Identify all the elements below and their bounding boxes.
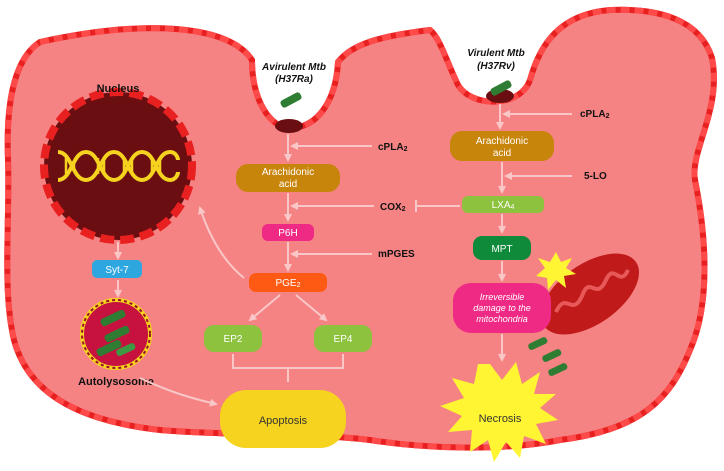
damage-burst-icon <box>536 252 576 290</box>
arrow-autolysosome-apoptosis <box>139 377 218 407</box>
ep2-box <box>204 325 262 352</box>
p6h-label: P6H <box>278 228 297 239</box>
dna-helix-icon <box>57 149 180 183</box>
arachidonic-right-line1: Arachidonic <box>476 136 528 147</box>
arachidonic-left-line2: acid <box>279 179 297 190</box>
cpla2-right-label: cPLA2 <box>580 109 610 120</box>
syt7-label: Syt-7 <box>105 265 129 276</box>
necrosis-label: Necrosis <box>479 413 522 425</box>
virulent-strain-label: (H37Rv) <box>477 61 515 72</box>
syt7-box <box>92 260 142 278</box>
ep4-box <box>314 325 372 352</box>
arachidonic-acid-right-box <box>450 131 554 161</box>
mitochondrion-icon <box>541 253 639 335</box>
apoptosis-label: Apoptosis <box>259 415 308 427</box>
lxa4-box <box>462 196 544 213</box>
nucleus-label: Nucleus <box>97 83 140 95</box>
avirulent-entry-site <box>275 119 303 133</box>
arrow-pge2-nucleus <box>198 206 245 279</box>
irreversible-line2: damage to the <box>473 303 531 313</box>
p6h-box <box>262 224 314 241</box>
ep4-label: EP4 <box>334 334 353 345</box>
ep2-label: EP2 <box>224 334 243 345</box>
bacteria-cluster-icon <box>96 309 136 357</box>
irreversible-line3: mitochondria <box>476 314 528 324</box>
lxa4-label: LXA4 <box>492 200 515 211</box>
virulent-mtb-label: Virulent Mtb <box>467 48 524 59</box>
pge2-box <box>249 273 327 292</box>
cell-membrane-dots <box>4 6 717 451</box>
avirulent-strain-label: (H37Ra) <box>275 74 313 85</box>
arrow-pge2-ep2 <box>248 294 281 322</box>
apoptosis-box <box>220 390 346 448</box>
nucleus <box>40 88 196 244</box>
cox2-label: COX2 <box>380 202 406 213</box>
avirulent-bacterium-icon <box>280 92 302 108</box>
arachidonic-left-line1: Arachidonic <box>262 167 314 178</box>
mpt-label: MPT <box>491 244 512 255</box>
avirulent-mtb-label: Avirulent Mtb <box>261 62 326 73</box>
arachidonic-right-line2: acid <box>493 148 511 159</box>
mpges-label: mPGES <box>378 249 415 260</box>
pge2-label: PGE2 <box>275 278 300 289</box>
irreversible-line1: Irreversible <box>480 292 525 302</box>
irreversible-damage-box <box>453 283 551 333</box>
mpt-box <box>473 236 531 260</box>
arachidonic-acid-left-box <box>236 164 340 192</box>
virulent-bacterium-icon <box>490 80 512 96</box>
autolysosome-label: Autolysosome <box>78 376 154 388</box>
5lo-label: 5-LO <box>584 171 607 182</box>
cpla2-left-label: cPLA2 <box>378 142 408 153</box>
arrow-pge2-ep4 <box>295 294 328 322</box>
necrosis-burst <box>440 362 558 462</box>
released-bacteria-icon <box>528 337 568 376</box>
autolysosome <box>80 298 152 370</box>
